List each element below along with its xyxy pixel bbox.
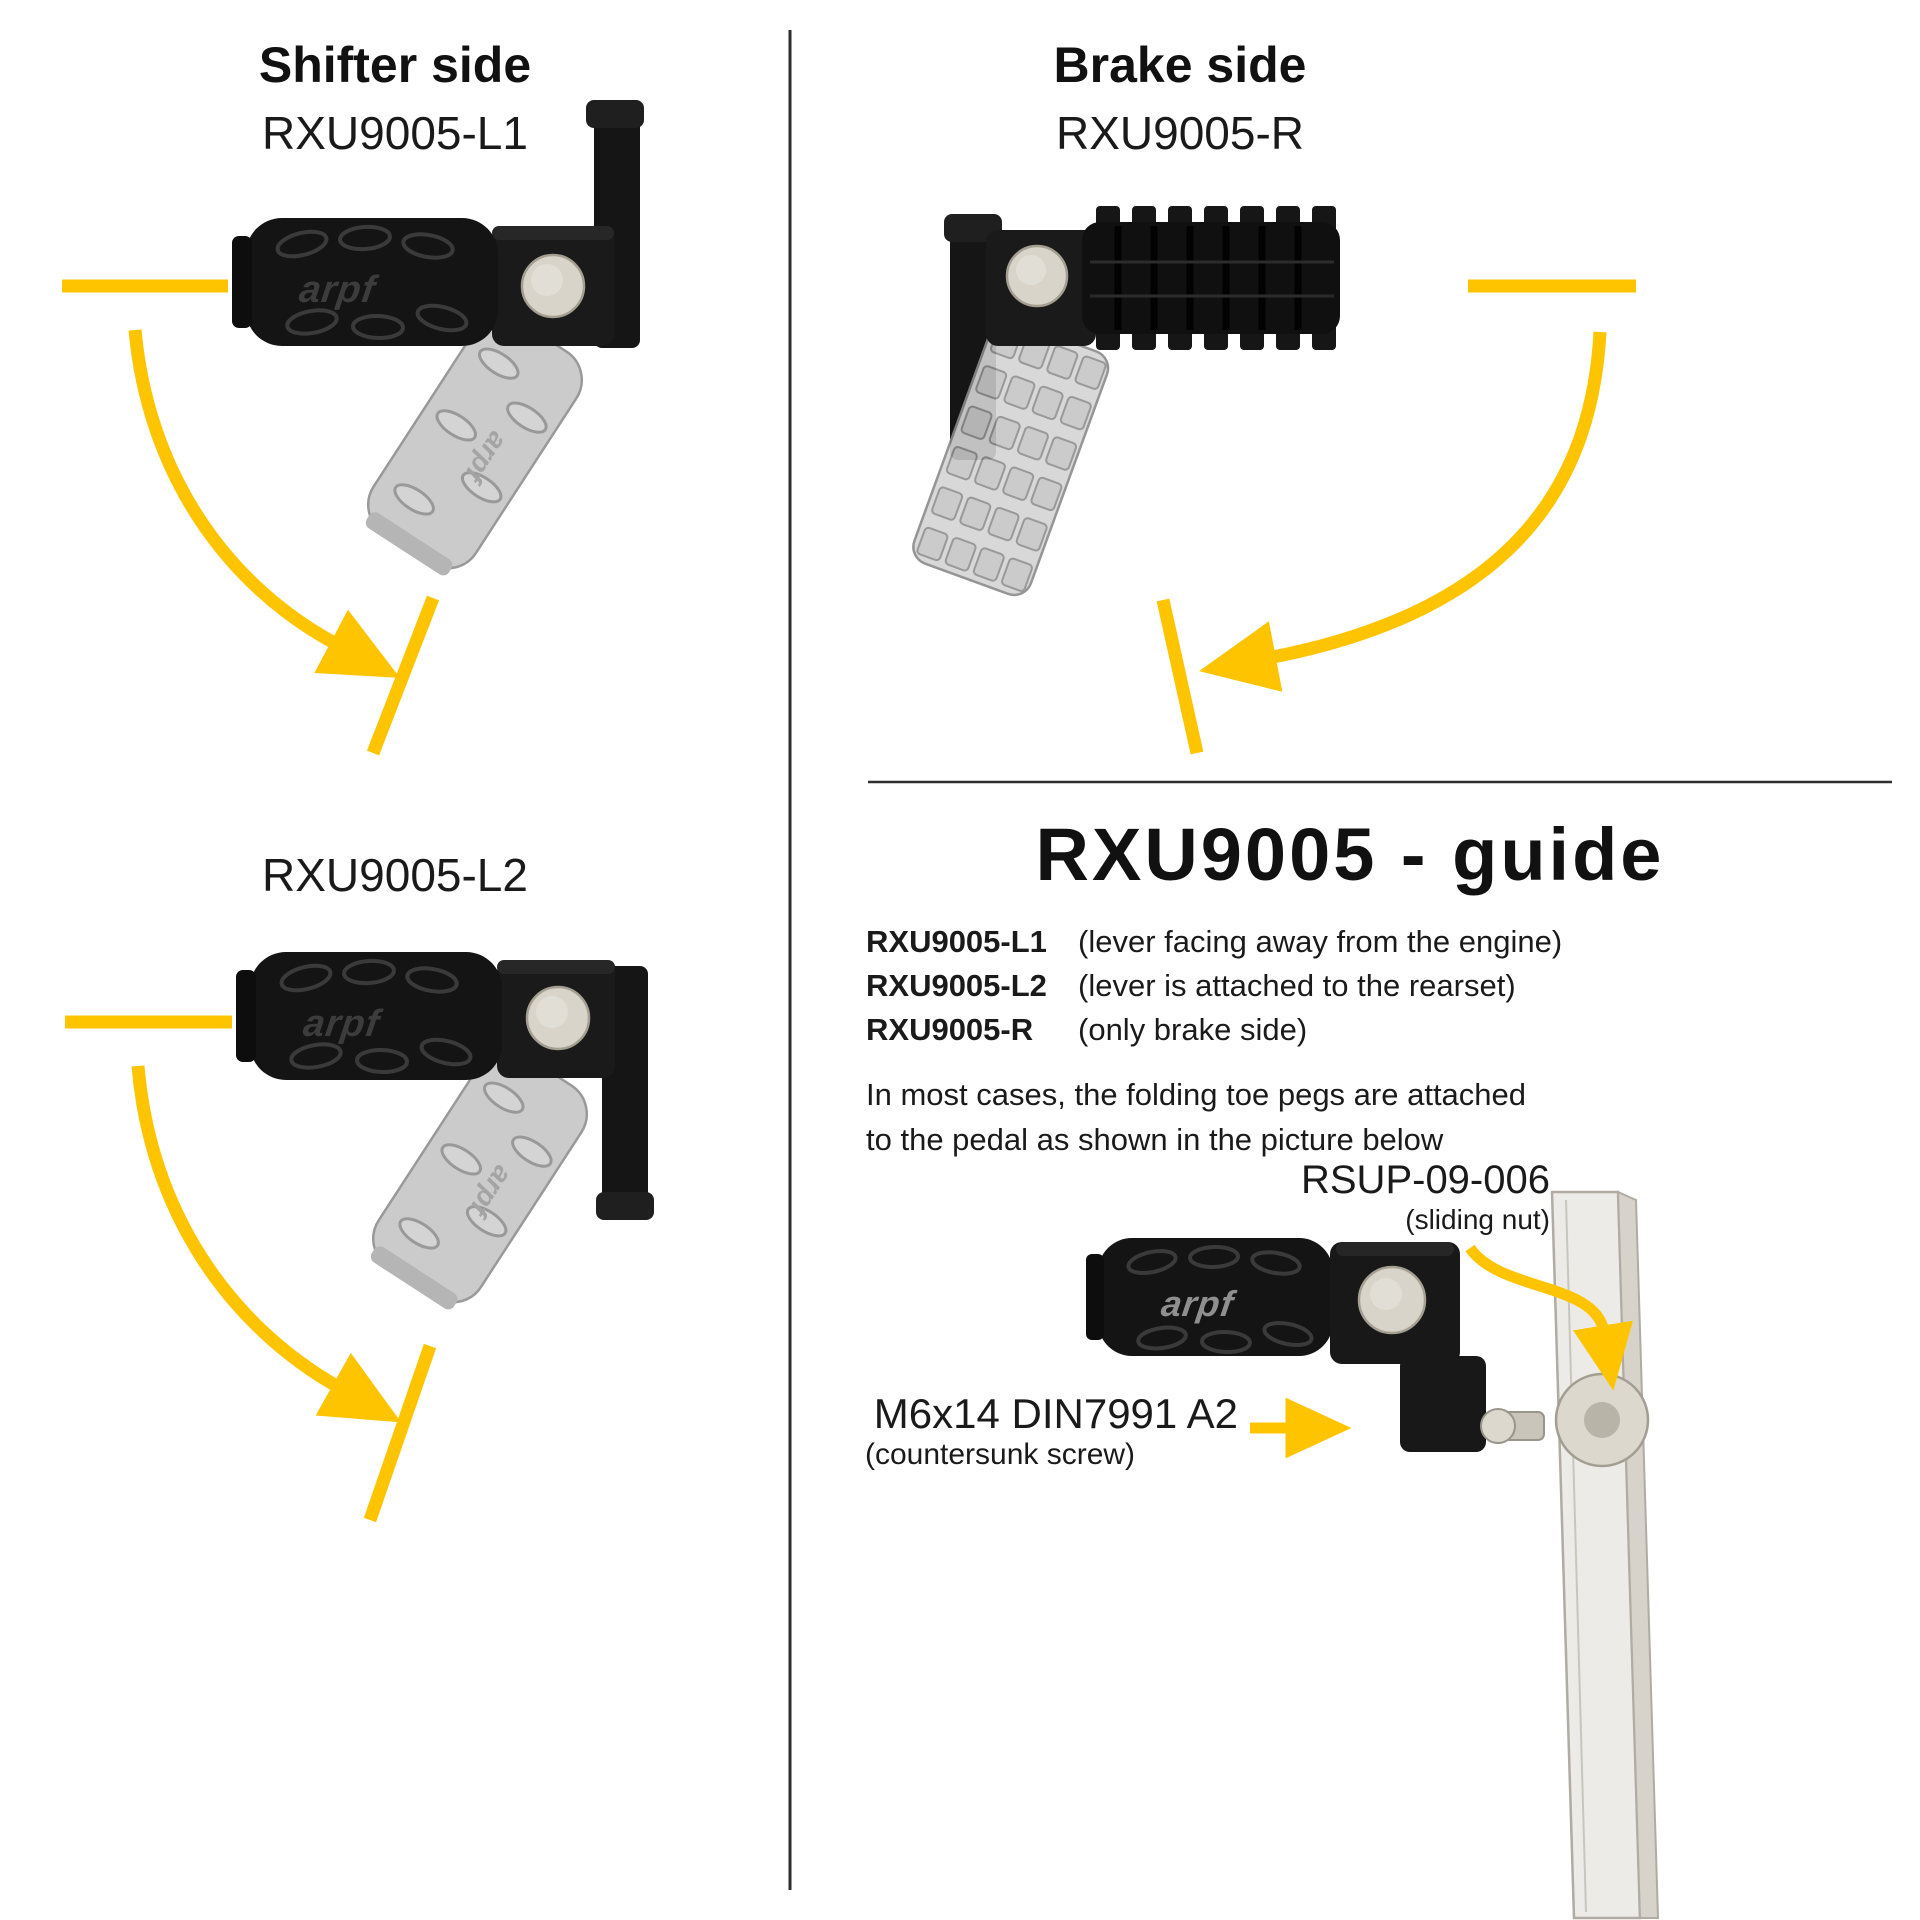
- fold-arc-arrow: [131, 1065, 402, 1423]
- pivot-bolt: [525, 985, 591, 1051]
- pivot-bolt: [520, 253, 586, 319]
- ghost-dimples: [393, 347, 548, 516]
- screw-part-label: M6x14 DIN7991 A2: [873, 1390, 1238, 1437]
- clamp-lower-jaw: [1400, 1356, 1486, 1452]
- ghost-folded-peg-l1: arpf: [365, 315, 584, 576]
- knurl-lines: [1090, 260, 1334, 298]
- ghost-folded-peg-r: [912, 318, 1110, 597]
- fold-arrow-l1: [62, 279, 440, 756]
- end-position-line: [363, 1343, 437, 1523]
- knurl-grooves: [1114, 226, 1302, 330]
- clamp-highlight: [497, 960, 615, 974]
- shifter-part-number-l2: RXU9005-L2: [262, 849, 528, 901]
- sliding-nut-part-label: RSUP-09-006: [1300, 1158, 1550, 1202]
- guide-part-list: RXU9005-L1 (lever facing away from the en…: [866, 920, 1562, 1052]
- shifter-side-title: Shifter side: [258, 37, 532, 93]
- part-description: (lever is attached to the rearset): [1078, 968, 1516, 1003]
- guide-list-item: RXU9005-R (only brake side): [866, 1008, 1562, 1052]
- toe-peg-body: arpf: [236, 952, 502, 1080]
- clamp-highlight: [492, 226, 614, 240]
- peg-dimples: [275, 224, 469, 341]
- toe-peg-l1-illustration: arpf arpf: [232, 100, 644, 576]
- pivot-bolt: [1357, 1265, 1427, 1335]
- pivot-bolt: [1005, 244, 1069, 308]
- peg-dimples: [1126, 1244, 1314, 1355]
- fold-arc-arrow: [1199, 331, 1607, 692]
- knurled-peg-body: [1082, 206, 1340, 350]
- shifter-part-number-l1: RXU9005-L1: [262, 107, 528, 159]
- part-description: (only brake side): [1078, 1012, 1308, 1047]
- fold-arrow-l2: [65, 1015, 437, 1523]
- note-line-1: In most cases, the folding toe pegs are …: [866, 1077, 1527, 1112]
- end-position-line: [1156, 598, 1204, 755]
- brand-logo: arpf: [301, 1002, 385, 1045]
- guide-list-item: RXU9005-L2 (lever is attached to the rear…: [866, 964, 1562, 1008]
- brand-logo: arpf: [1159, 1283, 1240, 1324]
- ghost-dimples: [398, 1081, 553, 1250]
- brake-part-number-r: RXU9005-R: [1056, 107, 1304, 159]
- part-description: (lever facing away from the engine): [1078, 924, 1563, 959]
- ghost-knurl-grid: [916, 324, 1107, 592]
- end-position-line: [366, 595, 440, 756]
- fold-arc-arrow: [128, 329, 400, 678]
- callout-arrows: [1250, 1244, 1633, 1459]
- screw-desc-label: (countersunk screw): [864, 1438, 1136, 1471]
- guide-list-item: RXU9005-L1 (lever facing away from the en…: [866, 920, 1562, 964]
- toe-peg-body: arpf: [1086, 1238, 1333, 1356]
- toe-peg-l2-illustration: arpf arpf: [236, 952, 654, 1310]
- sliding-nut-arrow: [1465, 1244, 1633, 1391]
- peg-dimples: [279, 958, 473, 1075]
- part-number: RXU9005-R: [866, 1012, 1034, 1047]
- countersunk-screw: [1480, 1408, 1545, 1444]
- guide-heading: RXU9005 - guide: [1035, 813, 1665, 896]
- toe-peg-r-illustration: [912, 206, 1340, 597]
- clamp-highlight: [1336, 1242, 1454, 1256]
- ghost-folded-peg-l2: arpf: [370, 1049, 589, 1310]
- part-number: RXU9005-L2: [866, 968, 1047, 1003]
- brand-logo: arpf: [297, 268, 381, 311]
- sliding-nut: [1554, 1372, 1650, 1468]
- part-number: RXU9005-L1: [866, 924, 1047, 959]
- toe-peg-body: arpf: [232, 218, 498, 346]
- brake-side-title: Brake side: [1053, 37, 1307, 93]
- fold-arrow-r: [1156, 279, 1636, 755]
- note-line-2: to the pedal as shown in the picture bel…: [866, 1122, 1444, 1157]
- guide-note: In most cases, the folding toe pegs are …: [866, 1072, 1526, 1162]
- pedal-mounting-illustration: arpf: [1086, 1190, 1660, 1920]
- sliding-nut-desc-label: (sliding nut): [1405, 1204, 1550, 1235]
